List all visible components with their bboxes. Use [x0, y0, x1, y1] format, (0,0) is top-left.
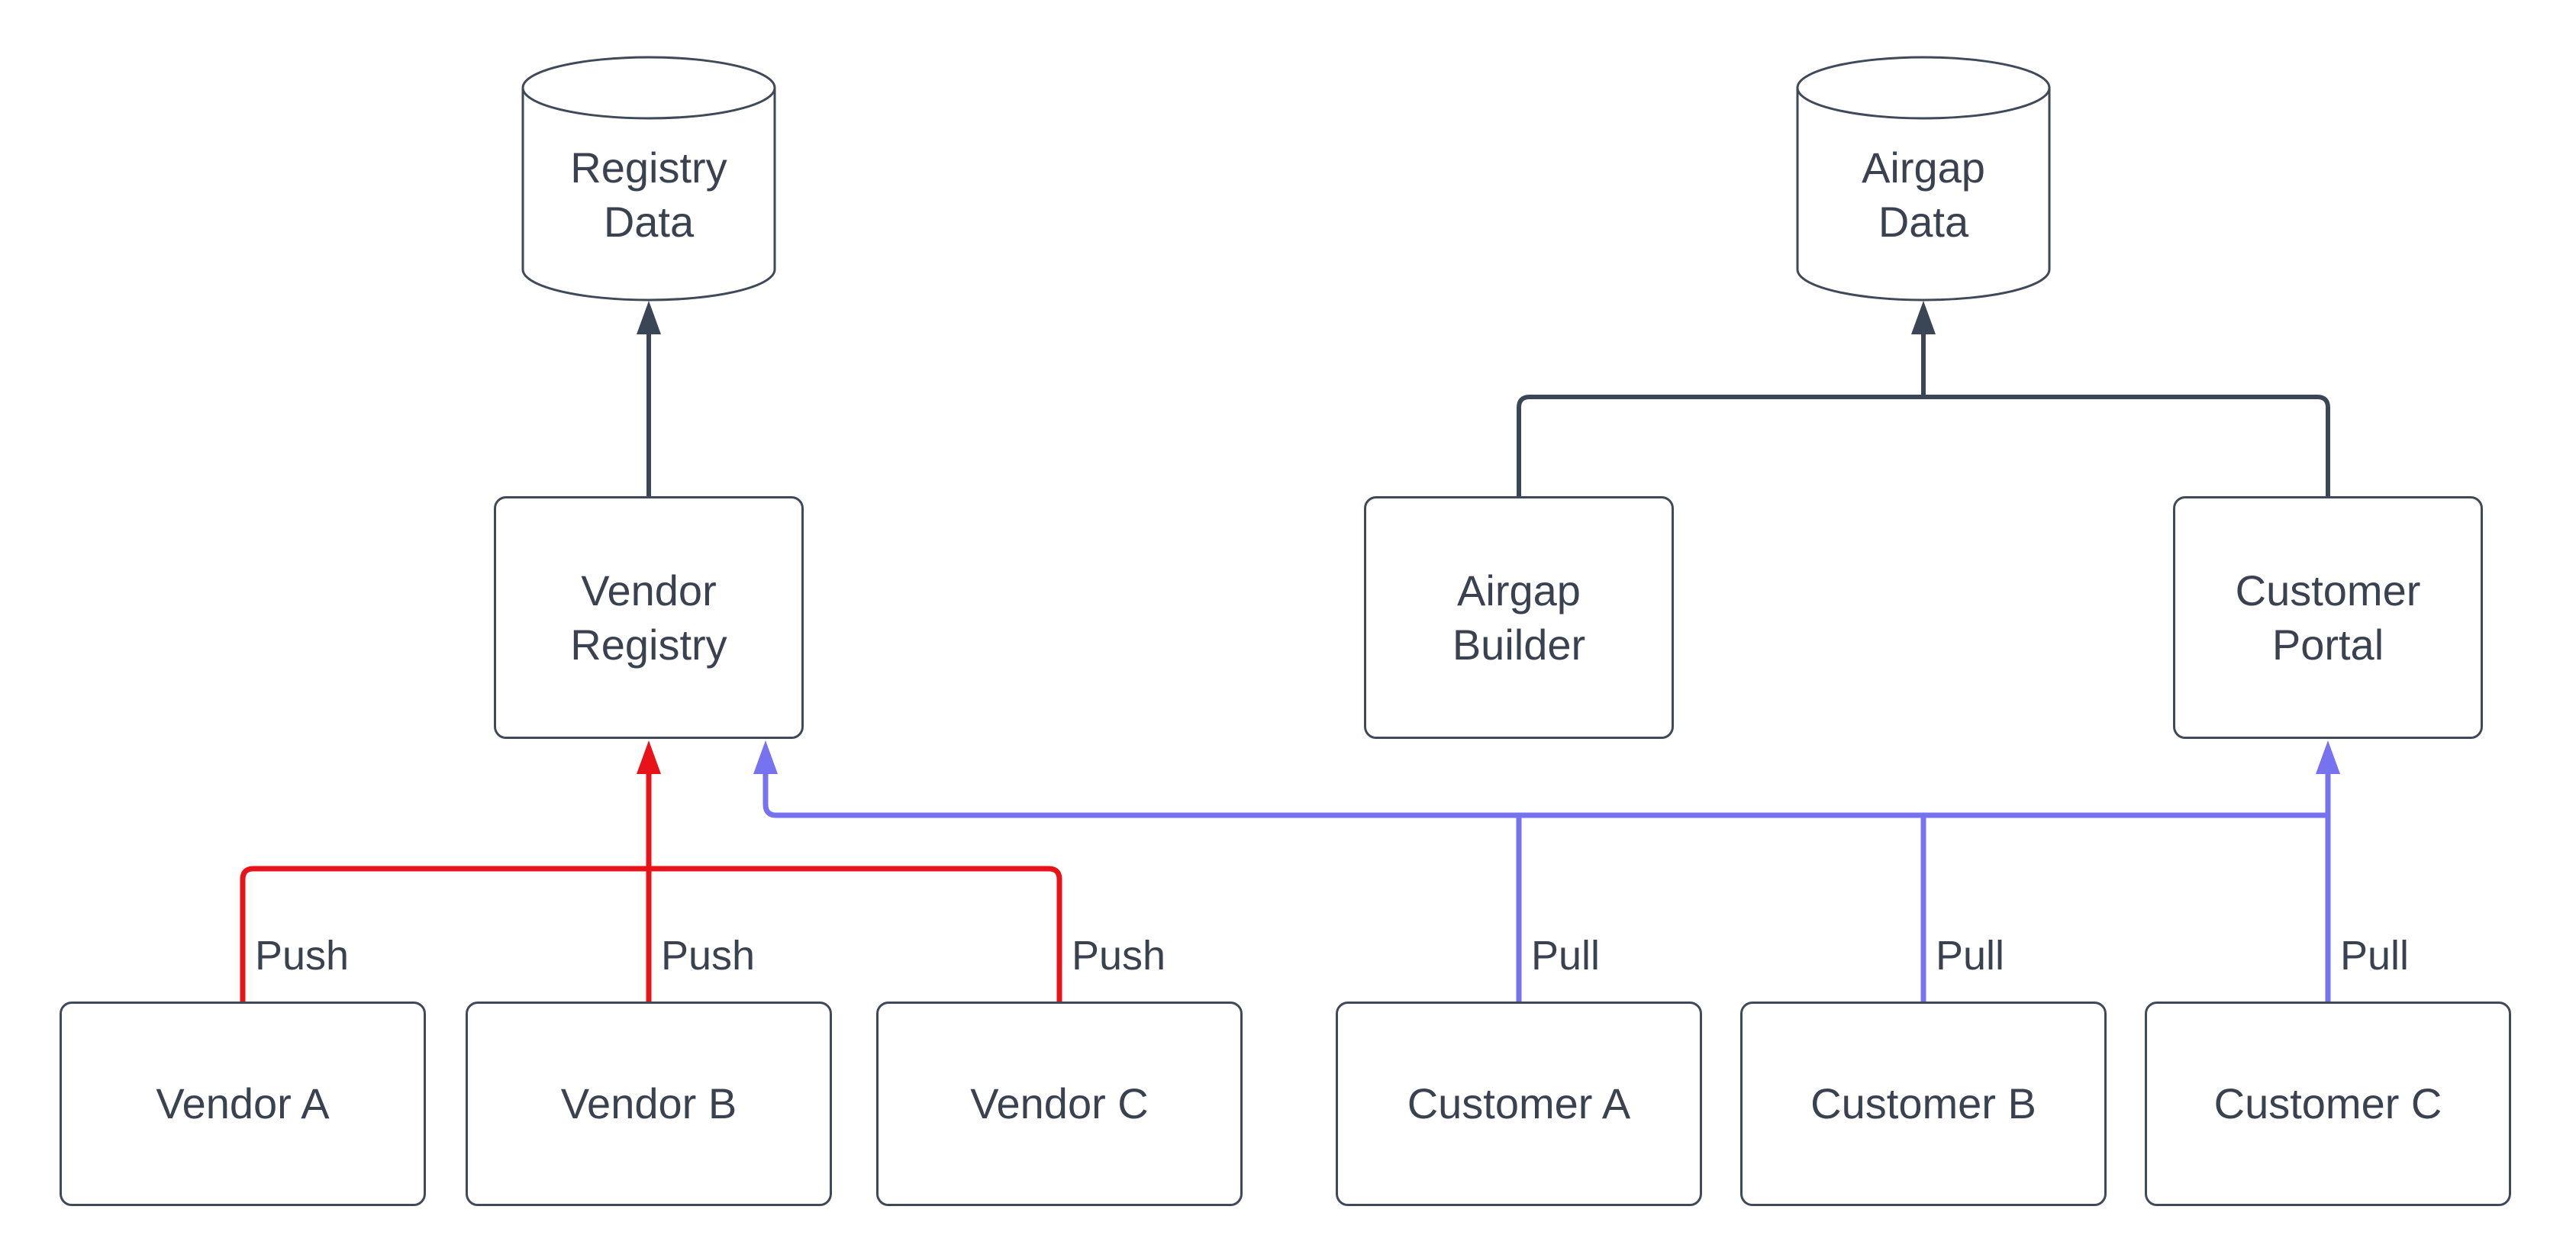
arrowhead-up-icon	[637, 740, 661, 774]
node-customer-c[interactable]: Customer C	[2145, 1002, 2511, 1206]
node-airgap-builder[interactable]: Airgap Builder	[1364, 496, 1674, 739]
edge-line	[240, 866, 1062, 1002]
node-customer-b[interactable]: Customer B	[1740, 1002, 2107, 1206]
arrowhead-up-icon	[2316, 740, 2340, 774]
arrowhead-up-icon	[1911, 301, 1936, 334]
node-label: Customer B	[1810, 1079, 2036, 1128]
edge-customer-portal-to-airgap-data	[1923, 395, 2330, 496]
edge-label-pull-customer-c: Pull	[2340, 933, 2410, 979]
node-label: Vendor B	[560, 1079, 737, 1128]
edge-label-pull-customer-b: Pull	[1936, 933, 2005, 979]
node-vendor-b[interactable]: Vendor B	[466, 1002, 832, 1206]
cylinder-top-ellipse	[521, 56, 776, 120]
edge-label-push-vendor-b: Push	[661, 933, 756, 979]
node-vendor-c[interactable]: Vendor C	[876, 1002, 1243, 1206]
edge-customer-c-pull-to-customer-portal	[2316, 740, 2340, 1002]
node-label: Customer C	[2213, 1079, 2442, 1128]
arrowhead-up-icon	[637, 301, 661, 334]
cylinder-top-ellipse	[1796, 56, 2051, 120]
edge-label-pull-customer-a: Pull	[1531, 933, 1601, 979]
node-airgap-data-cylinder[interactable]	[1796, 56, 2051, 302]
edge-label-push-vendor-c: Push	[1072, 933, 1166, 979]
edge-line	[1517, 395, 1923, 496]
arrowhead-up-icon	[753, 740, 778, 774]
node-label: Vendor A	[156, 1079, 330, 1128]
node-label: Airgap Builder	[1452, 566, 1586, 669]
edge-merge-to-airgap-data-arrow	[1911, 301, 1936, 398]
edge-label-push-vendor-a: Push	[255, 933, 350, 979]
node-customer-a[interactable]: Customer A	[1336, 1002, 1702, 1206]
node-label: Customer Portal	[2235, 566, 2421, 669]
node-label: Vendor Registry	[570, 566, 727, 669]
edge-vendors-push-bus	[240, 866, 1062, 1002]
edge-line	[1923, 395, 2330, 496]
node-vendor-a[interactable]: Vendor A	[60, 1002, 426, 1206]
node-registry-data-cylinder[interactable]	[521, 56, 776, 302]
edge-vendors-push-trunk	[637, 740, 661, 1002]
edge-customers-pull-bus-to-vendor-registry	[753, 740, 2328, 818]
edge-vendor-registry-to-registry-data	[637, 301, 661, 496]
node-label: Vendor C	[970, 1079, 1149, 1128]
node-vendor-registry[interactable]: Vendor Registry	[494, 496, 804, 739]
node-customer-portal[interactable]: Customer Portal	[2173, 496, 2483, 739]
edge-airgap-builder-to-airgap-data	[1517, 395, 1923, 496]
edge-line	[762, 769, 2328, 818]
node-label: Customer A	[1407, 1079, 1631, 1128]
